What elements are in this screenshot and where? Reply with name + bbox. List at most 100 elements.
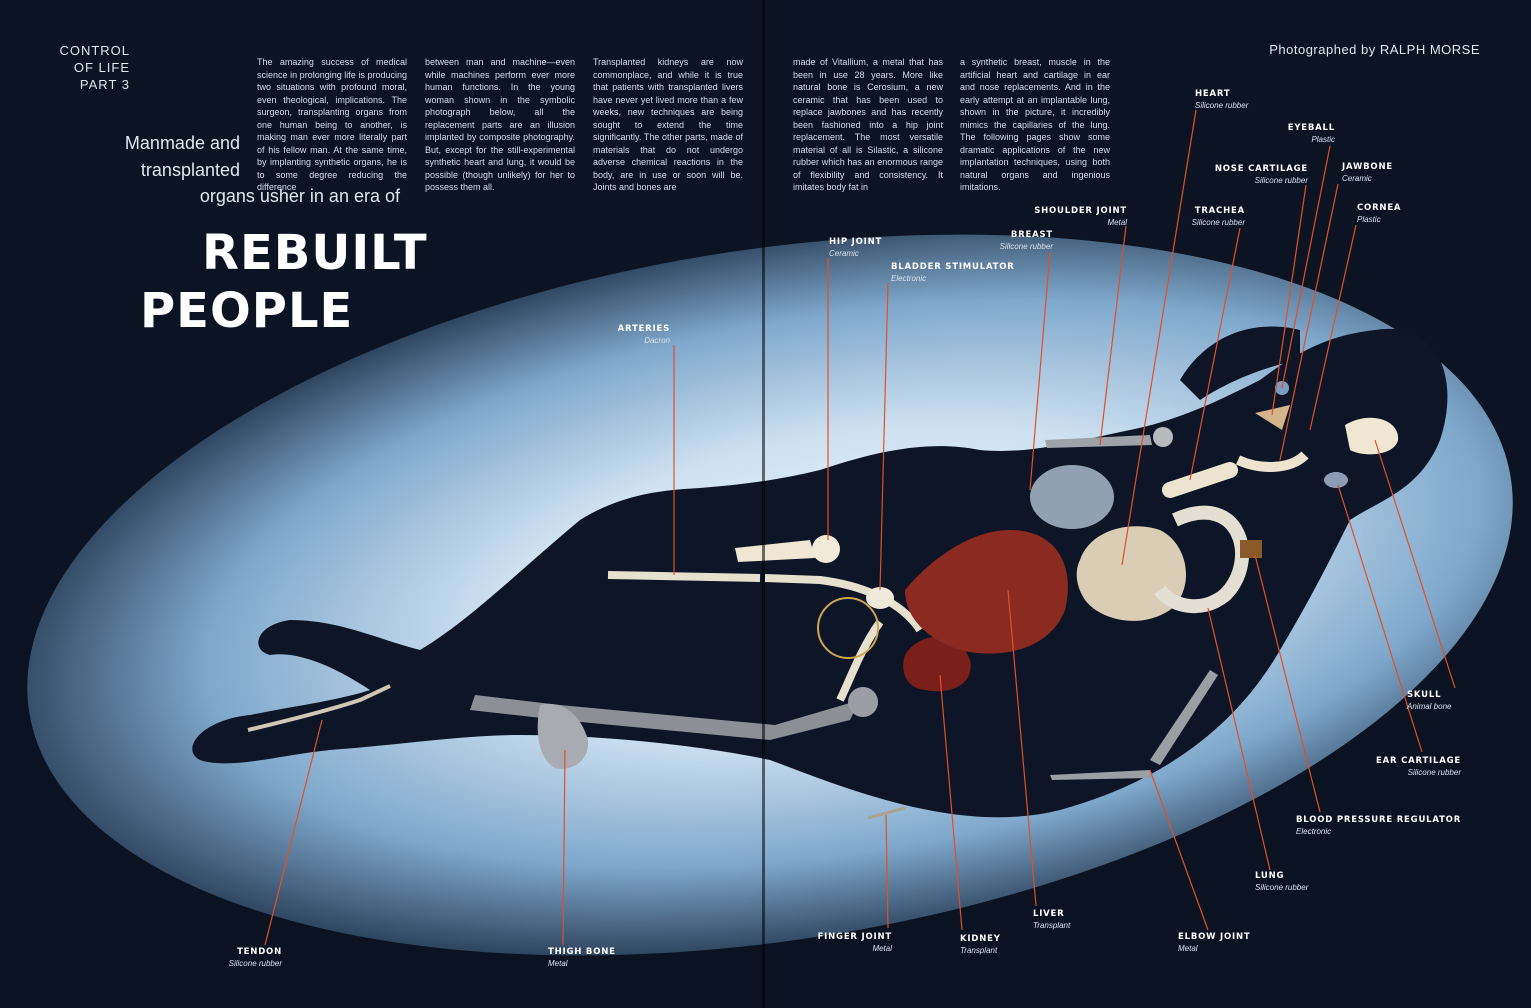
label-name: LIVER bbox=[1033, 909, 1065, 919]
label-material: Dacron bbox=[644, 336, 670, 345]
label-name: ARTERIES bbox=[617, 324, 670, 334]
label-elbow-joint: ELBOW JOINT Metal bbox=[1178, 932, 1278, 954]
label-name: EYEBALL bbox=[1287, 123, 1335, 133]
label-lung: LUNG Silicone rubber bbox=[1255, 871, 1355, 893]
label-material: Silicone rubber bbox=[999, 242, 1053, 251]
article-column-4: made of Vitallium, a metal that has been… bbox=[793, 57, 943, 192]
subhead-line-2: transplanted bbox=[140, 160, 240, 180]
label-kidney: KIDNEY Transplant bbox=[960, 934, 1060, 956]
shoulder-joint-prosthesis bbox=[1045, 427, 1173, 448]
label-name: EAR CARTILAGE bbox=[1375, 756, 1461, 766]
label-arteries: ARTERIES Dacron bbox=[570, 324, 670, 346]
body-silhouette bbox=[192, 326, 1448, 818]
label-material: Silicone rubber bbox=[1195, 101, 1249, 110]
label-name: ELBOW JOINT bbox=[1178, 932, 1251, 942]
label-name: TENDON bbox=[237, 947, 282, 957]
kicker-line-1: CONTROL bbox=[59, 43, 130, 58]
headline-line-2: PEOPLE bbox=[140, 283, 354, 339]
article-column-2: between man and machine—even while machi… bbox=[425, 57, 575, 192]
section-kicker: CONTROL OF LIFE PART 3 bbox=[30, 42, 130, 93]
label-finger-joint: FINGER JOINT Metal bbox=[792, 932, 892, 954]
label-material: Metal bbox=[1178, 944, 1198, 953]
label-material: Ceramic bbox=[829, 249, 859, 258]
label-material: Silicone rubber bbox=[1255, 883, 1309, 892]
label-name: NOSE CARTILAGE bbox=[1214, 164, 1308, 174]
subhead-line-3: organs usher in an era of bbox=[199, 186, 400, 206]
label-skull: SKULL Animal bone bbox=[1407, 690, 1507, 712]
label-name: KIDNEY bbox=[960, 934, 1001, 944]
label-material: Ceramic bbox=[1342, 174, 1372, 183]
label-name: BLOOD PRESSURE REGULATOR bbox=[1296, 815, 1462, 825]
label-material: Metal bbox=[1107, 218, 1127, 227]
ear-cartilage-prosthesis bbox=[1324, 472, 1348, 488]
label-name: BREAST bbox=[1010, 230, 1053, 240]
label-cornea: CORNEA Plastic bbox=[1357, 203, 1457, 225]
breast-prosthesis bbox=[1030, 465, 1114, 529]
nose-cartilage-prosthesis bbox=[1255, 405, 1290, 430]
photo-credit: Photographed by RALPH MORSE bbox=[1269, 42, 1480, 57]
label-material: Transplant bbox=[960, 946, 998, 955]
label-bladder-stimulator: BLADDER STIMULATOR Electronic bbox=[891, 262, 1051, 284]
label-material: Silicone rubber bbox=[1407, 768, 1461, 777]
label-material: Silicone rubber bbox=[1191, 218, 1245, 227]
label-material: Silicone rubber bbox=[228, 959, 282, 968]
label-name: THIGH BONE bbox=[548, 947, 616, 957]
label-blood-pressure-regulator: BLOOD PRESSURE REGULATOR Electronic bbox=[1296, 815, 1496, 837]
label-liver: LIVER Transplant bbox=[1033, 909, 1133, 931]
lung-prosthesis bbox=[1154, 505, 1249, 614]
article-column-3: Transplanted kidneys are now commonplace… bbox=[593, 57, 743, 192]
jawbone-prosthesis bbox=[1235, 451, 1309, 472]
label-nose-cartilage: NOSE CARTILAGE Silicone rubber bbox=[1190, 164, 1308, 186]
article-column-5: a synthetic breast, muscle in the artifi… bbox=[960, 57, 1110, 192]
headline: REBUILT PEOPLE bbox=[140, 224, 500, 340]
kidney-organ bbox=[903, 636, 971, 692]
label-name: CORNEA bbox=[1357, 203, 1402, 213]
label-name: JAWBONE bbox=[1342, 162, 1393, 172]
label-material: Metal bbox=[548, 959, 568, 968]
label-hip-joint: HIP JOINT Ceramic bbox=[829, 237, 929, 259]
label-name: SKULL bbox=[1407, 690, 1442, 700]
label-name: BLADDER STIMULATOR bbox=[891, 262, 1015, 272]
label-name: HEART bbox=[1195, 89, 1231, 99]
label-name: SHOULDER JOINT bbox=[1034, 206, 1127, 216]
article-column-1: The amazing success of medical science i… bbox=[257, 57, 407, 192]
label-material: Plastic bbox=[1357, 215, 1381, 224]
label-material: Metal bbox=[872, 944, 892, 953]
label-material: Transplant bbox=[1033, 921, 1071, 930]
finger-joint-prosthesis bbox=[867, 806, 906, 820]
label-material: Electronic bbox=[1296, 827, 1332, 836]
label-material: Electronic bbox=[891, 274, 927, 283]
kicker-line-2: OF LIFE bbox=[73, 60, 130, 75]
leader-lines bbox=[264, 109, 1456, 946]
label-tendon: TENDON Silicone rubber bbox=[182, 947, 282, 969]
elbow-joint-prosthesis bbox=[1050, 670, 1218, 780]
tendon-prosthesis bbox=[247, 684, 391, 732]
blood-pressure-regulator-device bbox=[1240, 540, 1262, 558]
label-material: Plastic bbox=[1311, 135, 1335, 144]
liver-organ bbox=[905, 530, 1068, 654]
label-name: FINGER JOINT bbox=[817, 932, 892, 942]
subhead: Manmade and transplanted bbox=[60, 130, 240, 184]
kicker-line-3: PART 3 bbox=[79, 77, 130, 92]
label-breast: BREAST Silicone rubber bbox=[953, 230, 1053, 252]
page-gutter bbox=[762, 0, 765, 1008]
label-name: TRACHEA bbox=[1194, 206, 1245, 216]
label-jawbone: JAWBONE Ceramic bbox=[1342, 162, 1442, 184]
skull-prosthesis bbox=[1345, 417, 1399, 455]
label-eyeball: EYEBALL Plastic bbox=[1235, 123, 1335, 145]
label-thigh-bone: THIGH BONE Metal bbox=[548, 947, 648, 969]
label-material: Animal bone bbox=[1407, 702, 1452, 711]
hip-joint-prosthesis bbox=[735, 535, 840, 563]
label-heart: HEART Silicone rubber bbox=[1195, 89, 1295, 111]
headline-line-1: REBUILT bbox=[202, 225, 428, 281]
trachea-prosthesis bbox=[1162, 462, 1238, 498]
label-material: Silicone rubber bbox=[1254, 176, 1308, 185]
label-trachea: TRACHEA Silicone rubber bbox=[1145, 206, 1245, 228]
bladder-stimulator-prosthesis bbox=[817, 587, 894, 659]
label-shoulder-joint: SHOULDER JOINT Metal bbox=[1000, 206, 1127, 228]
label-name: LUNG bbox=[1255, 871, 1285, 881]
label-name: HIP JOINT bbox=[829, 237, 883, 247]
subhead-line-1: Manmade and bbox=[124, 133, 240, 153]
